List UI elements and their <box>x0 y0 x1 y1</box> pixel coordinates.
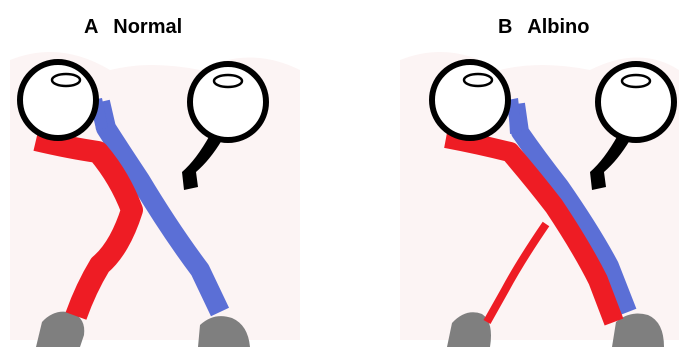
eye-lens <box>52 74 80 86</box>
panel-label-normal: A Normal <box>84 16 182 38</box>
left-eye-normal <box>20 62 96 138</box>
panel-title-albino: Albino <box>527 16 589 38</box>
left-eye-albino <box>432 62 508 138</box>
eye-lens <box>214 75 242 87</box>
panel-albino: B Albino <box>400 16 679 347</box>
panel-title-normal: Normal <box>113 16 182 38</box>
panel-normal: A Normal <box>10 16 300 347</box>
eye-lens <box>622 75 650 87</box>
panel-letter-a: A <box>84 16 98 38</box>
eye-lens <box>464 74 492 86</box>
panel-label-albino: B Albino <box>498 16 590 38</box>
panel-letter-b: B <box>498 16 512 38</box>
